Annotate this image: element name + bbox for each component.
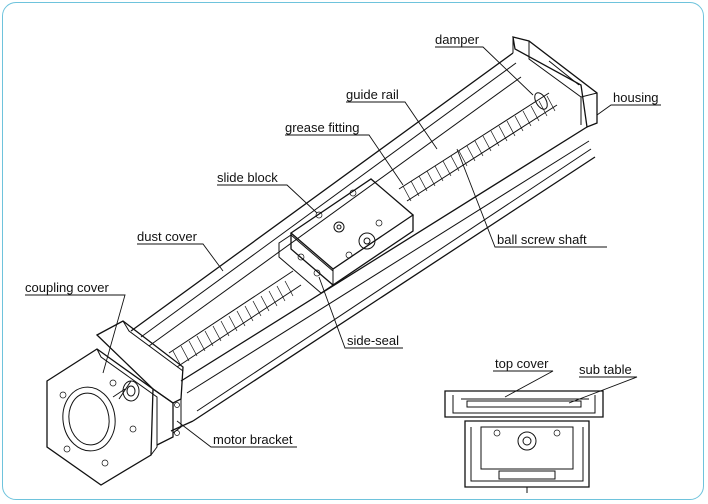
labels: damper housing guide rail grease fitting… [25, 32, 659, 447]
label-coupling-cover: coupling cover [25, 280, 109, 295]
label-slide-block: slide block [217, 170, 278, 185]
motor-bracket [46, 320, 184, 486]
label-motor-bracket: motor bracket [213, 432, 293, 447]
leader-lines [25, 46, 661, 448]
label-top-cover: top cover [495, 356, 549, 371]
label-guide-rail: guide rail [346, 87, 399, 102]
actuator-body [130, 52, 596, 432]
label-sub-table: sub table [579, 362, 632, 377]
diagram-frame: damper housing guide rail grease fitting… [2, 2, 704, 500]
label-side-seal: side-seal [347, 333, 399, 348]
slide-block [278, 178, 415, 294]
label-grease-fitting: grease fitting [285, 120, 359, 135]
label-ball-screw-shaft: ball screw shaft [497, 232, 587, 247]
label-housing: housing [613, 90, 659, 105]
ball-screw-upper [398, 92, 558, 202]
housing-block [512, 36, 598, 128]
label-dust-cover: dust cover [137, 229, 198, 244]
actuator-drawing: damper housing guide rail grease fitting… [25, 32, 661, 493]
ball-screw-lower [168, 270, 302, 368]
label-damper: damper [435, 32, 480, 47]
cross-section [444, 390, 604, 493]
